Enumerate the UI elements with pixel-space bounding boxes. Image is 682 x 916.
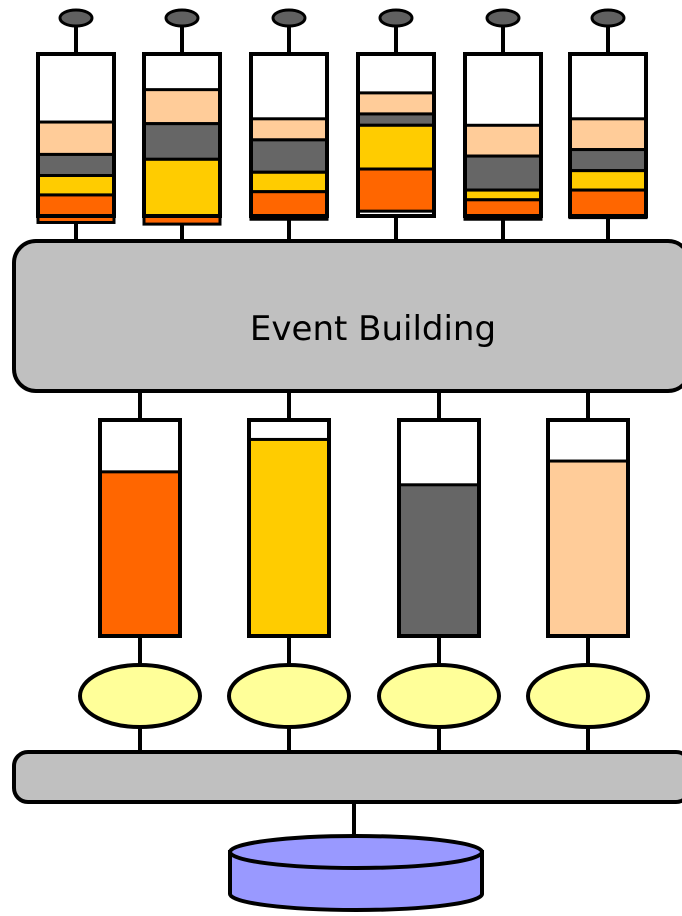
- buffer-segment-yellow: [249, 170, 329, 194]
- buffer-segment-orange: [356, 167, 436, 213]
- buffer-segment-yellow: [568, 169, 648, 192]
- buffer-6: [568, 52, 648, 218]
- queue-4: [546, 418, 630, 638]
- buffer-1: [36, 52, 116, 218]
- knob-icon: [378, 8, 414, 28]
- event-queues: [98, 418, 630, 638]
- buffer-segment-peach: [36, 120, 116, 156]
- buffer-segment-peach: [463, 123, 543, 158]
- queue-3: [397, 418, 481, 638]
- queue-fill-darkgray: [397, 483, 481, 638]
- buffer-segment-darkgray: [356, 112, 436, 127]
- buffer-3: [249, 52, 329, 218]
- readout-buffers: [36, 8, 648, 226]
- filter-units: [78, 663, 650, 729]
- storage-top: [228, 834, 484, 870]
- buffer-2: [142, 52, 222, 218]
- knob-icon: [485, 8, 521, 28]
- knob-icon: [58, 8, 94, 28]
- storage-disk: [228, 834, 484, 912]
- filter-3: [377, 663, 501, 729]
- buffer-segment-yellow: [356, 123, 436, 171]
- buffer-5: [463, 52, 543, 218]
- buffer-segment-peach: [568, 117, 648, 152]
- buffer-segment-darkgray: [36, 152, 116, 178]
- filter-1: [78, 663, 202, 729]
- buffer-segment-orange: [36, 193, 116, 224]
- buffer-4: [356, 52, 436, 218]
- buffer-segment-peach: [249, 117, 329, 142]
- output-bus: [12, 750, 682, 804]
- buffer-segment-darkgray: [142, 122, 222, 161]
- buffer-segment-darkgray: [463, 154, 543, 192]
- filter-4: [526, 663, 650, 729]
- knob-icon: [271, 8, 307, 28]
- queue-1: [98, 418, 182, 638]
- event-building-label: Event Building: [250, 309, 496, 349]
- buffer-segment-darkgray: [249, 138, 329, 174]
- knob-icon: [164, 8, 200, 28]
- buffer-segment-darkgray: [568, 148, 648, 173]
- event-building-panel: [12, 239, 682, 393]
- buffer-segment-yellow: [36, 174, 116, 197]
- queue-fill-yellow: [247, 437, 331, 638]
- buffer-segment-orange: [568, 188, 648, 220]
- buffer-segment-yellow: [142, 157, 222, 218]
- knob-icon: [590, 8, 626, 28]
- filter-2: [227, 663, 351, 729]
- buffer-segment-peach: [142, 88, 222, 126]
- buffer-segment-peach: [356, 91, 436, 116]
- queue-2: [247, 418, 331, 638]
- queue-fill-peach: [546, 459, 630, 638]
- queue-fill-orange: [98, 470, 182, 638]
